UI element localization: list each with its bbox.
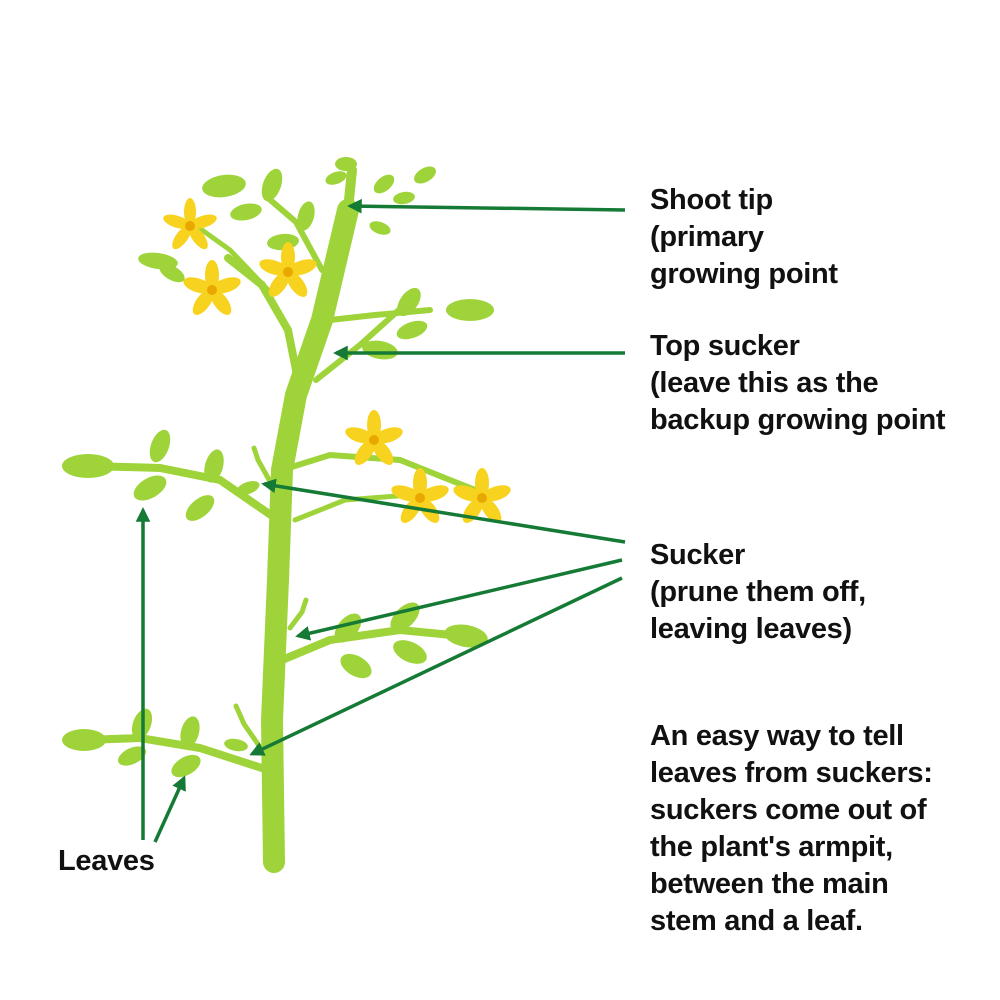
label-line: leaves from suckers:: [650, 757, 933, 789]
arrow-sucker-upper: [261, 478, 626, 544]
label-sucker: Sucker (prune them off, leaving leaves): [650, 537, 866, 648]
branch-flower-cluster-top: [192, 222, 271, 293]
leaf: [446, 299, 494, 321]
flower: [259, 242, 317, 297]
leaf: [224, 738, 248, 752]
leaf: [62, 729, 106, 751]
leaf: [393, 640, 427, 664]
flower: [453, 468, 511, 523]
stems: [81, 165, 491, 873]
leaf: [62, 454, 114, 478]
leaf: [325, 171, 347, 185]
label-line: the plant's armpit,: [650, 831, 893, 863]
branch-lower-left-leaf: [81, 733, 272, 774]
branch-upper-right-flowers: [279, 451, 491, 498]
branch-mid-right-leaf: [278, 625, 466, 664]
arrow-sucker-lower: [249, 576, 623, 756]
label-line: between the main: [650, 868, 889, 900]
label-line: stem and a leaf.: [650, 905, 863, 937]
plant: [62, 157, 511, 873]
arrow-leaves-diagonal: [153, 775, 186, 843]
flower: [183, 260, 241, 315]
arrows: [135, 198, 626, 843]
label-leaves: Leaves: [58, 843, 155, 880]
branch-flower-lower: [292, 492, 413, 523]
leaf: [393, 191, 415, 205]
label-shoot-tip: Shoot tip (primary growing point: [650, 182, 838, 293]
label-line: suckers come out of: [650, 794, 927, 826]
label-line: (prune them off,: [650, 576, 866, 608]
leaves: [62, 157, 494, 778]
leaf: [396, 320, 428, 340]
flower: [391, 468, 449, 523]
branch-upper-left: [224, 254, 304, 394]
label-line: growing point: [650, 258, 838, 290]
leaf: [159, 263, 185, 283]
label-line: (primary: [650, 221, 764, 253]
flowers: [163, 198, 511, 523]
leaf: [297, 201, 315, 231]
flower: [163, 198, 217, 250]
leaf: [185, 495, 215, 521]
leaf: [340, 653, 372, 679]
leaf: [444, 624, 488, 648]
leaf: [261, 168, 283, 202]
label-line: leaving leaves): [650, 613, 852, 645]
label-line: backup growing point: [650, 404, 946, 436]
label-top-sucker: Top sucker (leave this as the backup gro…: [650, 328, 946, 439]
sucker-middle: [287, 597, 309, 631]
branch-top-sucker-2: [313, 297, 413, 383]
label-line: (leave this as the: [650, 367, 879, 399]
leaf: [335, 157, 357, 171]
branch-mid-left-leaf: [86, 462, 282, 524]
leaf: [149, 429, 171, 463]
label-line: An easy way to tell: [650, 720, 904, 752]
label-line: Shoot tip: [650, 184, 773, 216]
leaf: [171, 754, 201, 778]
main-stem: [260, 199, 359, 873]
leaf: [236, 481, 260, 495]
leaf: [133, 475, 167, 501]
leaf: [373, 174, 395, 194]
leaf: [204, 449, 224, 483]
branch-upper-left-leaves: [265, 195, 325, 273]
sucker-lower: [233, 703, 265, 753]
label-line: Leaves: [58, 845, 155, 877]
sucker-upper: [251, 445, 275, 488]
leaf: [202, 174, 246, 198]
flower: [345, 410, 403, 465]
label-line: Sucker: [650, 539, 745, 571]
arrow-shoot-tip: [347, 198, 626, 214]
branch-top-sucker: [327, 307, 433, 323]
leaf: [414, 166, 436, 184]
main-stem-tip: [343, 165, 357, 215]
label-line: Top sucker: [650, 330, 800, 362]
label-tip: An easy way to tell leaves from suckers:…: [650, 718, 933, 940]
leaf: [230, 203, 262, 221]
arrow-sucker-middle: [295, 558, 623, 641]
leaf: [117, 746, 147, 766]
leaf: [397, 287, 421, 317]
leaf: [369, 221, 391, 235]
leaf: [334, 613, 362, 643]
leaf: [180, 716, 200, 748]
